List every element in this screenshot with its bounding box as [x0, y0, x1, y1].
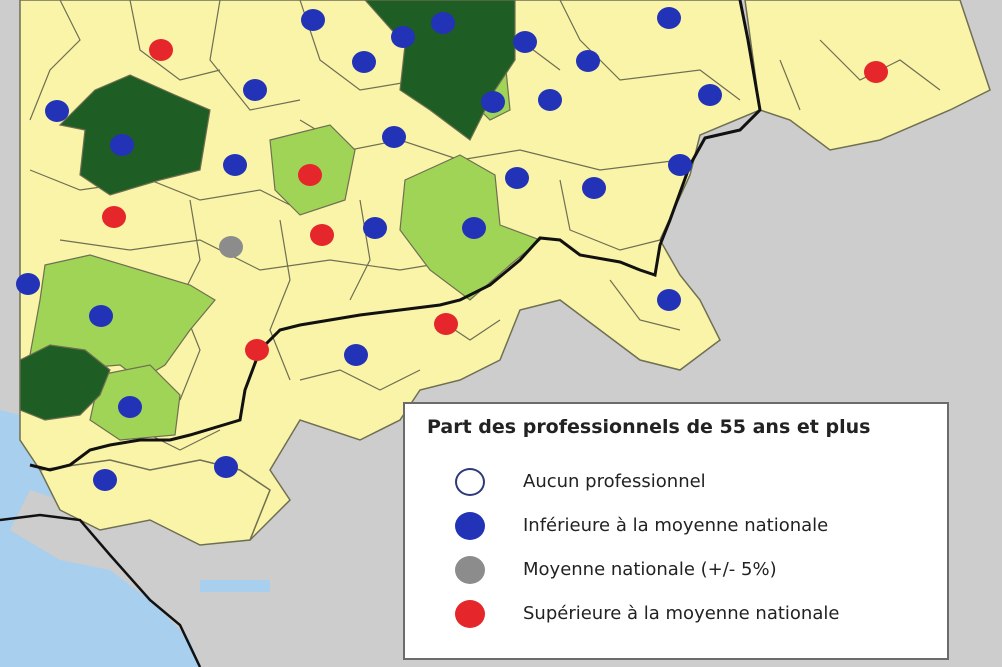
legend-label: Supérieure à la moyenne nationale — [523, 603, 840, 624]
map-legend: Part des professionnels de 55 ans et plu… — [403, 402, 949, 660]
blue-dot-icon — [301, 9, 325, 31]
blue-dot-icon — [89, 305, 113, 327]
red-dot-icon — [310, 224, 334, 246]
blue-dot-icon — [382, 126, 406, 148]
department-dots — [16, 7, 888, 491]
blue-dot-icon — [455, 512, 485, 540]
blue-dot-icon — [582, 177, 606, 199]
red-dot-icon — [298, 164, 322, 186]
blue-dot-icon — [16, 273, 40, 295]
blue-dot-icon — [391, 26, 415, 48]
legend-label: Aucun professionnel — [523, 471, 706, 492]
region-dark-green-3 — [19, 344, 111, 421]
legend-title: Part des professionnels de 55 ans et plu… — [427, 416, 871, 438]
blue-dot-icon — [698, 84, 722, 106]
red-dot-icon — [455, 600, 485, 628]
blue-dot-icon — [538, 89, 562, 111]
national-border — [29, 0, 762, 472]
legend-item-below: Inférieure à la moyenne nationale — [455, 510, 935, 546]
red-dot-icon — [864, 61, 888, 83]
region-dark-green-1 — [58, 74, 211, 196]
empty-circle-icon — [455, 468, 485, 496]
blue-dot-icon — [214, 456, 238, 478]
grey-dot-icon — [219, 236, 243, 258]
red-dot-icon — [149, 39, 173, 61]
blue-dot-icon — [110, 134, 134, 156]
blue-dot-icon — [576, 50, 600, 72]
legend-item-none: Aucun professionnel — [455, 466, 935, 502]
blue-dot-icon — [118, 396, 142, 418]
grey-dot-icon — [455, 556, 485, 584]
blue-dot-icon — [657, 7, 681, 29]
water-strip — [200, 580, 270, 592]
blue-dot-icon — [481, 91, 505, 113]
blue-dot-icon — [352, 51, 376, 73]
legend-label: Moyenne nationale (+/- 5%) — [523, 559, 777, 580]
red-dot-icon — [434, 313, 458, 335]
legend-item-average: Moyenne nationale (+/- 5%) — [455, 554, 935, 590]
blue-dot-icon — [93, 469, 117, 491]
blue-dot-icon — [344, 344, 368, 366]
blue-dot-icon — [657, 289, 681, 311]
blue-dot-icon — [243, 79, 267, 101]
legend-item-above: Supérieure à la moyenne nationale — [455, 598, 935, 634]
blue-dot-icon — [513, 31, 537, 53]
blue-dot-icon — [462, 217, 486, 239]
blue-dot-icon — [223, 154, 247, 176]
blue-dot-icon — [363, 217, 387, 239]
red-dot-icon — [245, 339, 269, 361]
blue-dot-icon — [431, 12, 455, 34]
blue-dot-icon — [668, 154, 692, 176]
blue-dot-icon — [505, 167, 529, 189]
coast-border — [0, 513, 202, 667]
legend-label: Inférieure à la moyenne nationale — [523, 515, 829, 536]
blue-dot-icon — [45, 100, 69, 122]
red-dot-icon — [102, 206, 126, 228]
